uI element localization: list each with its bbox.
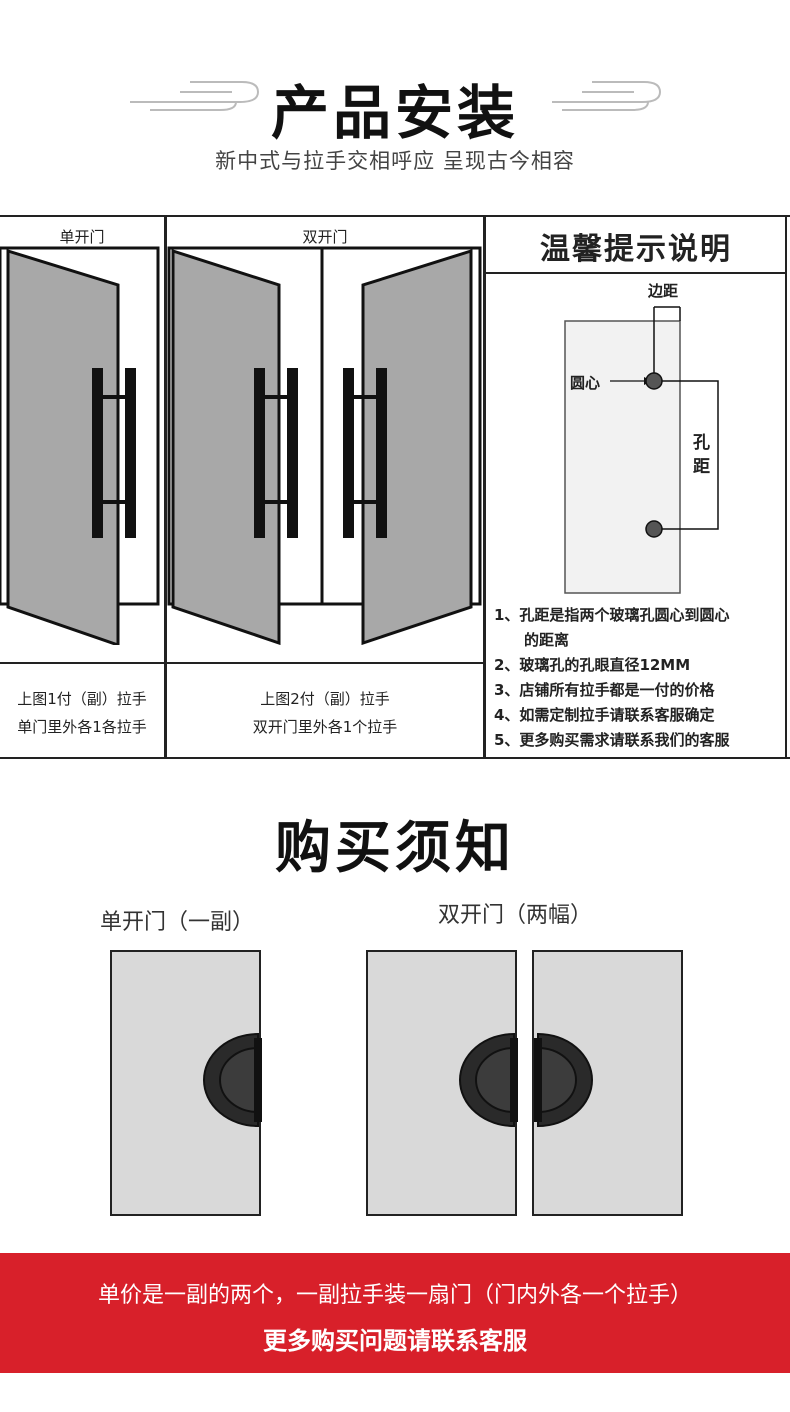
install-title: 产品安装 [270, 79, 519, 147]
tip-note: 2、玻璃孔的孔眼直径12MM [494, 656, 691, 674]
double-door-caption-line1: 上图2付（副）拉手 [260, 690, 390, 708]
single-door-header: 单开门 [59, 228, 105, 246]
half-round-handle-icon [459, 1032, 518, 1128]
tip-note: 的距离 [524, 631, 570, 649]
tips-notes: 1、孔距是指两个玻璃孔圆心到圆心 的距离 2、玻璃孔的孔眼直径12MM 3、店铺… [494, 603, 729, 753]
half-round-handle-icon [534, 1032, 593, 1128]
double-door-caption-line2: 双开门里外各1个拉手 [252, 718, 398, 736]
double-door-caption: 上图2付（副）拉手 双开门里外各1个拉手 [167, 685, 483, 741]
notice-banner: 单价是一副的两个，一副拉手装一扇门（门内外各一个拉手） 更多购买问题请联系客服 [0, 1253, 790, 1373]
single-door-caption-line1: 上图1付（副）拉手 [17, 690, 147, 708]
single-door-purchase-caption: 单开门（一副） [100, 910, 255, 935]
double-door-purchase-caption: 双开门（两幅） [438, 903, 593, 928]
tip-note: 5、更多购买需求请联系我们的客服 [494, 731, 730, 749]
banner-line-1: 单价是一副的两个，一副拉手装一扇门（门内外各一个拉手） [97, 1283, 692, 1308]
install-subtitle: 新中式与拉手交相呼应 呈现古今相容 [215, 149, 575, 173]
cloud-ornament-right [552, 81, 662, 111]
banner-line-2: 更多购买问题请联系客服 [263, 1327, 527, 1355]
hole-spacing-diagram [564, 306, 719, 594]
tip-note: 3、店铺所有拉手都是一付的价格 [494, 681, 715, 699]
tip-note: 1、孔距是指两个玻璃孔圆心到圆心 [494, 606, 730, 624]
hole-spacing-label-1: 孔 [693, 433, 710, 453]
single-door-caption: 上图1付（副）拉手 单门里外各1各拉手 [0, 685, 164, 741]
tip-note: 4、如需定制拉手请联系客服确定 [494, 706, 715, 724]
buy-title: 购买须知 [275, 816, 515, 881]
hole-spacing-label-2: 距 [693, 457, 710, 477]
double-door-illustration [167, 246, 482, 645]
single-door-illustration [0, 246, 160, 645]
tips-title: 温馨提示说明 [540, 232, 732, 267]
edge-distance-label: 边距 [648, 282, 679, 300]
cloud-ornament-left [130, 81, 260, 111]
half-round-handle-icon [203, 1032, 262, 1128]
double-door-header: 双开门 [302, 228, 348, 246]
single-door-caption-line2: 单门里外各1各拉手 [17, 718, 147, 736]
circle-center-label: 圆心 [570, 374, 601, 392]
